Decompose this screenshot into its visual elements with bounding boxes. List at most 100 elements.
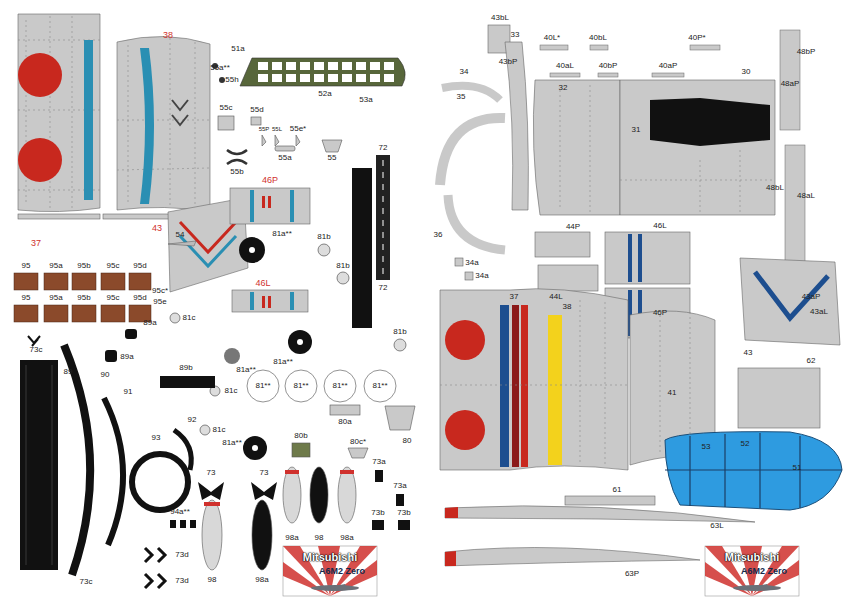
part-number: 80c* (350, 438, 366, 446)
hinomaru (445, 410, 485, 450)
wing-panel (18, 14, 210, 219)
part-number: 81c (213, 426, 226, 434)
part-number: 63P (625, 570, 639, 578)
logo-panel (733, 585, 781, 591)
canopy-glazing (665, 432, 842, 510)
part-number: 34a (465, 259, 478, 267)
small-part (322, 140, 342, 152)
wing-tip-mark (445, 551, 456, 566)
exhaust-part (375, 470, 383, 482)
cowling-part (105, 350, 117, 362)
propeller-blade (285, 470, 299, 474)
part-number: 32 (559, 84, 568, 92)
part-number: 81** (293, 382, 308, 390)
logo-title: Mitsubishi (725, 552, 779, 563)
part-number: 40bL (589, 34, 607, 42)
part-number: 51 (793, 464, 802, 472)
part-number: 41 (668, 389, 677, 397)
fuselage-band (500, 305, 562, 467)
canopy-frame (370, 62, 380, 70)
part-number: 90 (101, 371, 110, 379)
clip-part (227, 150, 247, 164)
part-number: 35 (457, 93, 466, 101)
wing-panel (440, 289, 628, 470)
part-number: 81c (225, 387, 238, 395)
part-number: 98a (340, 534, 353, 542)
canopy-glazing (665, 432, 842, 510)
hinomaru (445, 320, 485, 360)
part-number: 89b (179, 364, 192, 372)
part-number: 48bL (766, 184, 784, 192)
logo-panel (283, 546, 377, 596)
small-part (251, 117, 261, 125)
wing-panel (18, 14, 100, 212)
exhaust-part (145, 548, 165, 588)
panel-lines (18, 16, 100, 208)
part-number: 44P (566, 223, 580, 231)
fuselage-band (500, 305, 509, 467)
part-number: 81** (372, 382, 387, 390)
small-part (218, 116, 234, 130)
part-number: 98a (255, 576, 268, 584)
panel-lines (440, 300, 690, 466)
part-number: 63L (710, 522, 723, 530)
part-number: 52 (741, 440, 750, 448)
canopy-frame (384, 62, 394, 70)
rudder-band (250, 292, 254, 310)
cowling-part (104, 398, 123, 545)
small-part (262, 135, 300, 146)
part-number: 81b (336, 262, 349, 270)
black-strip (352, 155, 390, 328)
wood-part (14, 273, 151, 322)
wing-panel (18, 214, 100, 219)
former-ring (440, 118, 505, 185)
panel-mark (172, 100, 188, 125)
panel-lines (18, 16, 210, 208)
exhaust-part (180, 520, 186, 528)
fuselage-panel (620, 80, 775, 215)
strip-part (590, 45, 608, 50)
logo-panel (311, 585, 359, 591)
part-number: 55a (278, 154, 291, 162)
part-number: 81b (317, 233, 330, 241)
canopy-frame (258, 74, 268, 82)
hinomaru (18, 53, 62, 97)
exhaust-part (396, 494, 404, 506)
part-number: 81a** (236, 366, 256, 374)
part-number: 80b (294, 432, 307, 440)
canopy-glazing (665, 433, 842, 508)
canopy-frame (258, 62, 268, 70)
part-number: 95d (133, 294, 146, 302)
part-number: 98 (315, 534, 324, 542)
antenna-part (168, 241, 196, 246)
part-number: 46P (653, 309, 667, 317)
rudder-code (262, 296, 265, 308)
part-number: 95a (49, 262, 62, 270)
part-number: 40bP (599, 62, 618, 70)
cowling-part (132, 454, 188, 510)
part-number: 55e* (290, 125, 306, 133)
part-number: 55h (225, 76, 238, 84)
rudder-code (262, 196, 265, 208)
fuselage-panel (533, 80, 620, 215)
canopy-frame (384, 74, 394, 82)
part-number: 43aL (810, 308, 828, 316)
part-number: 95b (77, 294, 90, 302)
part-number: 55a** (210, 64, 230, 72)
wheel-disc (170, 244, 406, 435)
fuselage-band (512, 305, 519, 467)
cowling-part (160, 376, 215, 388)
hinomaru (18, 53, 62, 182)
part-number: 80a (338, 418, 351, 426)
rudder-panel (232, 290, 308, 312)
part-number: 30 (742, 68, 751, 76)
wing-root-part (445, 548, 700, 567)
canopy-frame (286, 74, 296, 82)
cowling-part (20, 329, 215, 575)
wheel-template (247, 370, 396, 402)
rudder-band (290, 292, 294, 310)
propeller-blade (310, 467, 328, 523)
logo-title: Mitsubishi (303, 552, 357, 563)
propeller-blade (202, 500, 222, 570)
part-number: 92 (188, 416, 197, 424)
